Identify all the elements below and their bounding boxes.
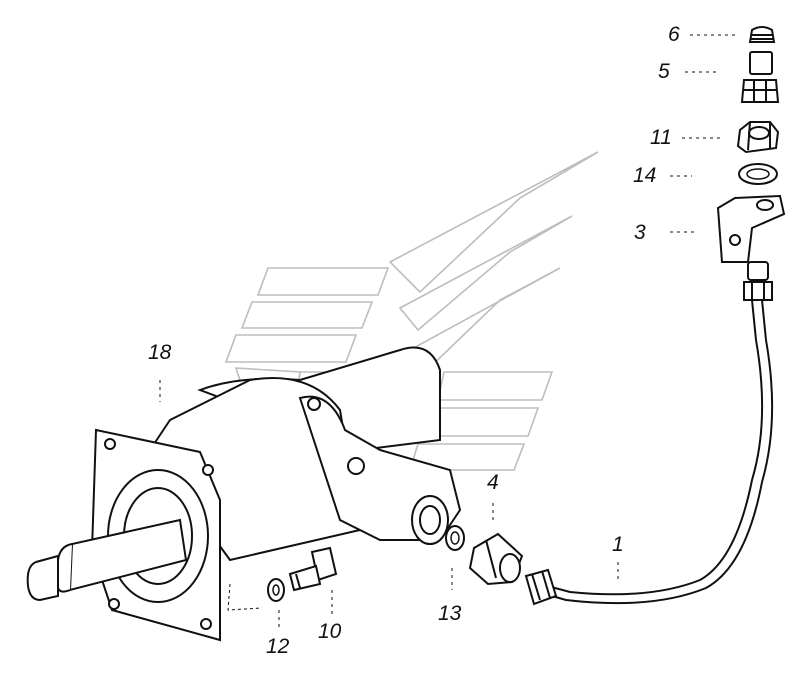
callout-18: 18 (148, 341, 172, 364)
callout-6: 6 (668, 23, 680, 46)
part-3-bracket (716, 194, 786, 263)
part-5-fitting (740, 51, 780, 103)
callout-14: 14 (633, 164, 657, 187)
part-11-nut (736, 121, 780, 154)
callout-4: 4 (487, 471, 499, 494)
part-4-nut (468, 532, 524, 586)
leader-lines (159, 34, 735, 628)
callout-3: 3 (634, 221, 646, 244)
part-13-washer (445, 525, 465, 551)
callout-1: 1 (612, 533, 624, 556)
callout-12: 12 (266, 635, 290, 658)
callout-13: 13 (438, 602, 462, 625)
callout-5: 5 (658, 60, 670, 83)
part-12-washer (267, 578, 285, 602)
pipe-bottom-fitting (524, 568, 558, 606)
callout-10: 10 (318, 620, 342, 643)
part-1-pipe (537, 299, 774, 605)
part-10-bolt (288, 546, 338, 592)
part-14-washer (738, 163, 778, 185)
callout-11: 11 (650, 126, 672, 149)
pipe-top-fitting (743, 261, 773, 301)
part-18-cylinder-assembly (26, 346, 462, 642)
part-6-cap (748, 26, 776, 43)
